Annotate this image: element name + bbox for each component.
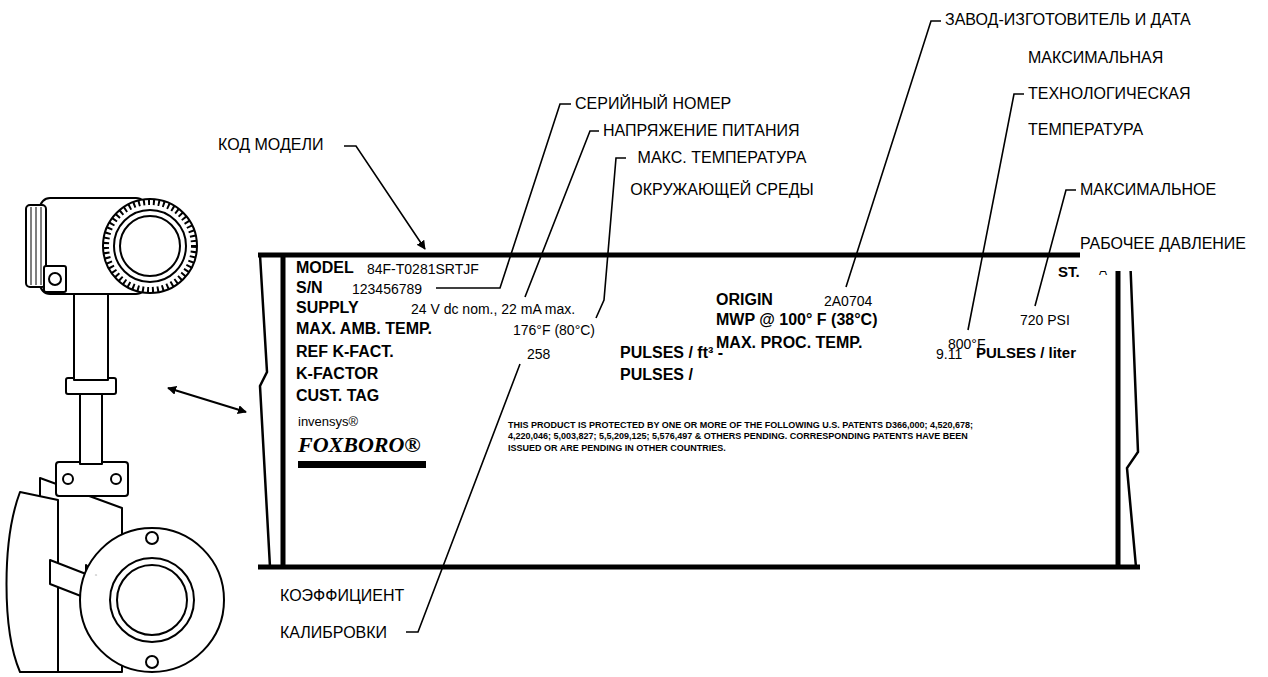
plate-border: [281, 255, 286, 567]
conduit-boss: [44, 266, 66, 292]
plate-text: MAX. PROC. TEMP.: [716, 334, 862, 352]
plate-text: PULSES /: [620, 366, 693, 384]
plate-text: MAX. AMB. TEMP.: [296, 320, 432, 338]
plate-text: 24 V dc nom., 22 mA max.: [411, 301, 575, 317]
plate-text: REF K-FACT.: [296, 343, 394, 361]
cap-rim: [114, 210, 186, 282]
plate-text: PULSES / ft³ -: [620, 344, 723, 362]
conduit-hole: [49, 273, 61, 285]
plate-border: [1116, 255, 1121, 567]
callout-label: НАПРЯЖЕНИЕ ПИТАНИЯ: [603, 121, 801, 141]
leader-lines: [344, 21, 1076, 632]
flowmeter-illustration: [7, 198, 225, 672]
callout-label: ЗАВОД-ИЗГОТОВИТЕЛЬ И ДАТА: [945, 10, 1192, 30]
bore: [110, 558, 194, 642]
cap-window: [120, 216, 180, 276]
plate-text: S/N: [296, 279, 323, 297]
logo-bar: [298, 461, 426, 468]
callout-label: МАКСИМАЛЬНАЯ ТЕХНОЛОГИЧЕСКАЯ ТЕМПЕРАТУРА: [1028, 40, 1189, 148]
bolt: [63, 474, 73, 484]
plate-text: FOXBORO®: [298, 432, 421, 457]
callout-label: КОД МОДЕЛИ: [218, 135, 325, 155]
plate-text: THIS PRODUCT IS PROTECTED BY ONE OR MORE…: [508, 420, 978, 454]
bolt-hole: [146, 656, 158, 668]
plate-text: 176°F (80°C): [513, 322, 595, 338]
front-cap: [103, 199, 197, 293]
plate-text: 84F-T0281SRTJF: [367, 261, 479, 277]
leader-line: [1035, 190, 1076, 306]
dot: [95, 574, 97, 576]
mounting-block: [56, 462, 128, 496]
neck: [74, 294, 108, 380]
plate-text: K-FACTOR: [296, 365, 378, 383]
nameplate: MODEL84F-T0281SRTJFST.AS/N123456789ORIGI…: [258, 252, 1140, 570]
stem: [80, 392, 102, 464]
callout-label: МАКСИМАЛЬНОЕ РАБОЧЕЕ ДАВЛЕНИЕ: [1080, 163, 1247, 271]
double-arrow: [168, 388, 246, 412]
callout-label: СЕРИЙНЫЙ НОМЕР: [575, 94, 733, 114]
plate-text: 9.11: [936, 346, 962, 362]
plate-text: invensys®: [298, 415, 358, 430]
plate-text: 258: [527, 346, 550, 362]
cap-ridges: [31, 207, 41, 285]
plate-text: ORIGIN: [716, 291, 773, 309]
leader-line: [968, 94, 1024, 330]
leader-line: [436, 104, 571, 288]
plate-text: MWP @ 100° F (38°C): [716, 311, 877, 329]
plate-border: [1127, 255, 1138, 567]
plate-text: 123456789: [352, 281, 422, 297]
nameplate-outline: [258, 252, 1140, 570]
plate-border: [258, 253, 1140, 258]
plate-text: CUST. TAG: [296, 387, 379, 405]
cap-ridges: [106, 202, 194, 290]
callout-label: МАКС. ТЕМПЕРАТУРА ОКРУЖАЮЩЕЙ СРЕДЫ: [630, 142, 814, 206]
leader-line: [344, 146, 425, 249]
bolt: [111, 474, 121, 484]
plate-text: ST.: [1058, 263, 1080, 280]
plate-text: SUPPLY: [296, 299, 359, 317]
callout-label: КОЭФФИЦИЕНТ КАЛИБРОВКИ: [280, 577, 403, 651]
plate-border: [260, 255, 270, 567]
front-flange: [80, 528, 224, 672]
leader-line: [406, 364, 520, 632]
bolt-hole: [146, 532, 158, 544]
plate-text: 2A0704: [824, 293, 872, 309]
leader-line: [525, 131, 599, 297]
leader-line: [596, 158, 626, 318]
leader-line: [846, 21, 941, 287]
plate-text: MODEL: [296, 259, 354, 277]
plate-border: [258, 565, 1140, 570]
bore-inner: [117, 565, 187, 635]
plate-text: 720 PSI: [1020, 312, 1070, 328]
plate-text: PULSES / liter: [976, 344, 1076, 361]
